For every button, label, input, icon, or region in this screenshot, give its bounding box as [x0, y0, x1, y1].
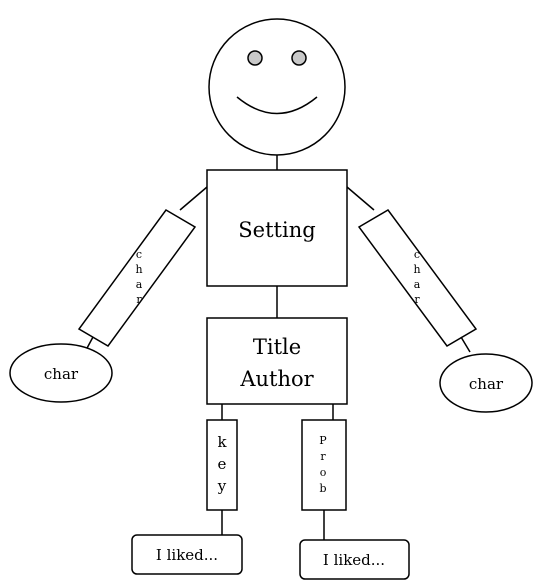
right-leg-letter: b — [319, 482, 326, 495]
right-wrist-line — [460, 336, 471, 353]
right-foot-label: I liked... — [323, 551, 385, 569]
left-arm-letter: c — [136, 248, 142, 261]
left-hand-ellipse — [9, 343, 113, 403]
right-leg-letter: r — [320, 450, 326, 463]
right-arm-letter: a — [414, 278, 421, 291]
left-arm-text: char — [135, 248, 142, 306]
smile-mouth — [236, 96, 318, 115]
setting-label: Setting — [238, 218, 315, 242]
left-leg-letter: k — [217, 433, 227, 451]
author-label: Author — [239, 367, 314, 391]
right-arm-text: char — [413, 248, 420, 306]
right-arm-letter: h — [413, 263, 420, 276]
left-eye — [247, 50, 263, 66]
title-author-box — [206, 317, 348, 405]
right-eye — [291, 50, 307, 66]
title-label: Title — [253, 335, 301, 359]
left-arm-letter: h — [135, 263, 142, 276]
left-leg-letter: y — [217, 477, 227, 495]
right-hand-label: char — [469, 375, 504, 393]
setting-box — [206, 169, 348, 287]
right-leg-letter: o — [320, 466, 327, 479]
right-arm-letter: r — [414, 293, 420, 306]
left-leg-letter: e — [218, 455, 227, 473]
left-hand-label: char — [44, 365, 79, 383]
left-shoulder-line — [179, 186, 208, 211]
left-arm-letter: a — [136, 278, 143, 291]
right-hand-ellipse — [439, 353, 533, 413]
right-leg-letter: P — [319, 434, 327, 447]
left-arm-letter: r — [136, 293, 142, 306]
left-arm-box — [77, 209, 197, 347]
right-foot-box — [299, 539, 410, 580]
right-arm-letter: c — [414, 248, 420, 261]
smiley-head — [208, 18, 346, 156]
right-arm-box — [357, 209, 478, 347]
left-foot-label: I liked... — [156, 546, 218, 564]
right-shoulder-line — [346, 186, 375, 211]
left-leg-text: key — [217, 433, 228, 495]
left-foot-box — [131, 534, 243, 575]
